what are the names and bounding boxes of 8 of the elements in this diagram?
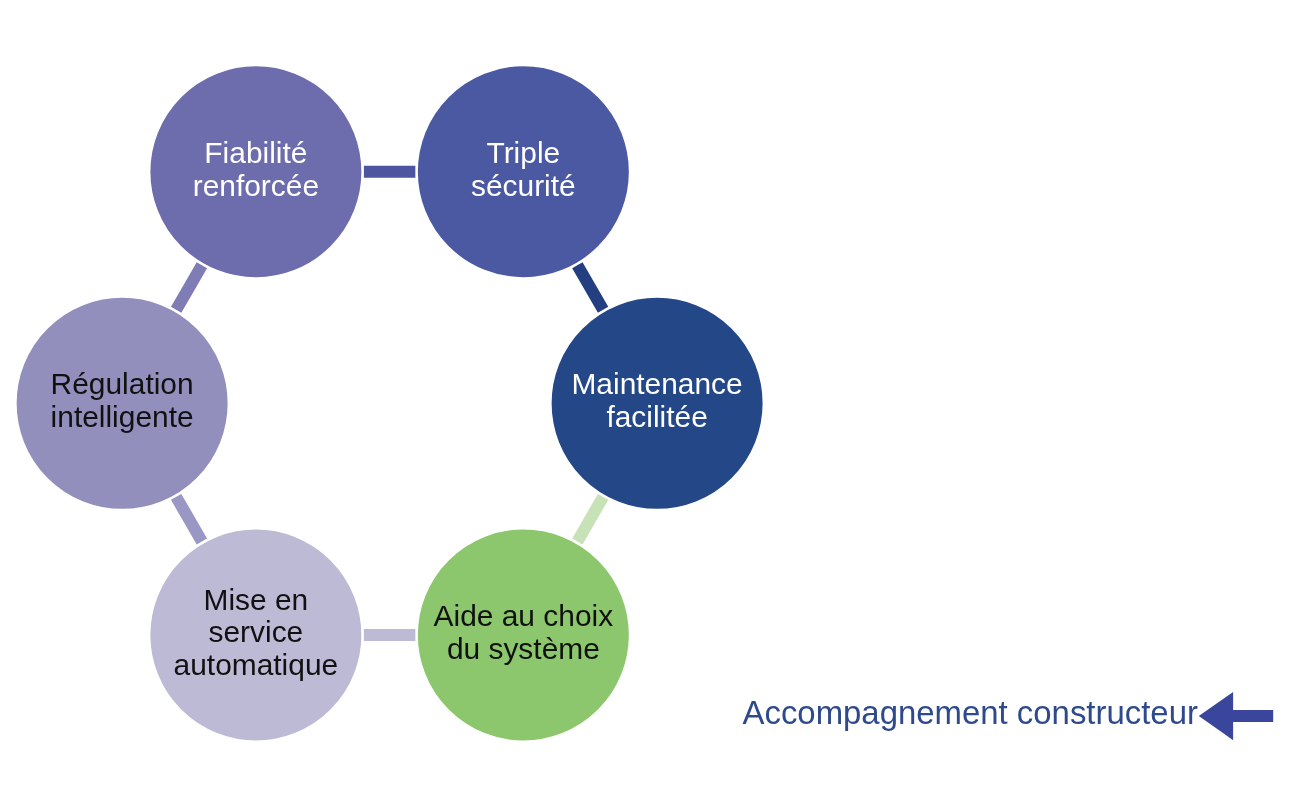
arrow (1198, 692, 1274, 741)
connector (572, 262, 609, 313)
connector (363, 629, 416, 641)
connector (170, 493, 208, 545)
connector (363, 165, 416, 178)
connector (170, 262, 208, 313)
connector (572, 493, 609, 545)
node-text: Accompagnement constructeur (742, 694, 1198, 732)
